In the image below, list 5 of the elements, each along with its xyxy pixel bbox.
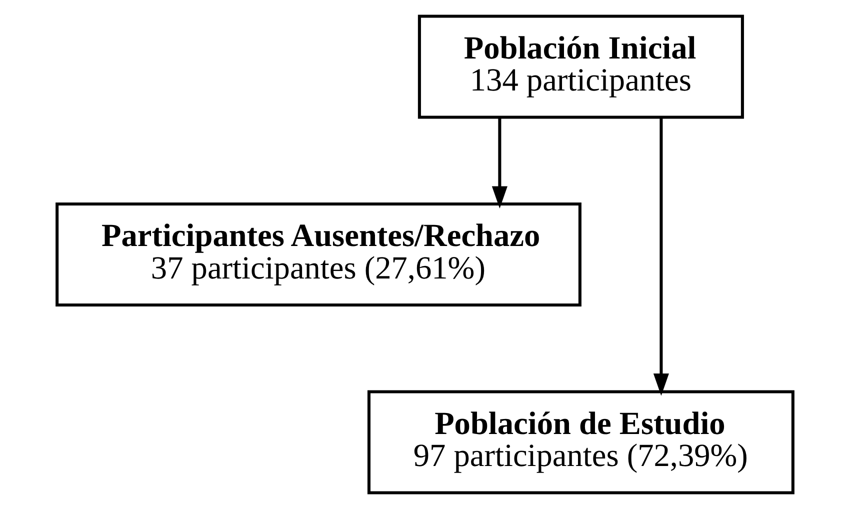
- arrow: [653, 117, 669, 396]
- node-box: Población Inicial 134 participantes: [418, 14, 744, 119]
- node-box: Población de Estudio 97 participantes (72,39%): [367, 390, 794, 494]
- node-box: Participantes Ausentes/Rechazo 37 participantes (27,61%): [56, 202, 582, 306]
- arrow: [492, 118, 508, 208]
